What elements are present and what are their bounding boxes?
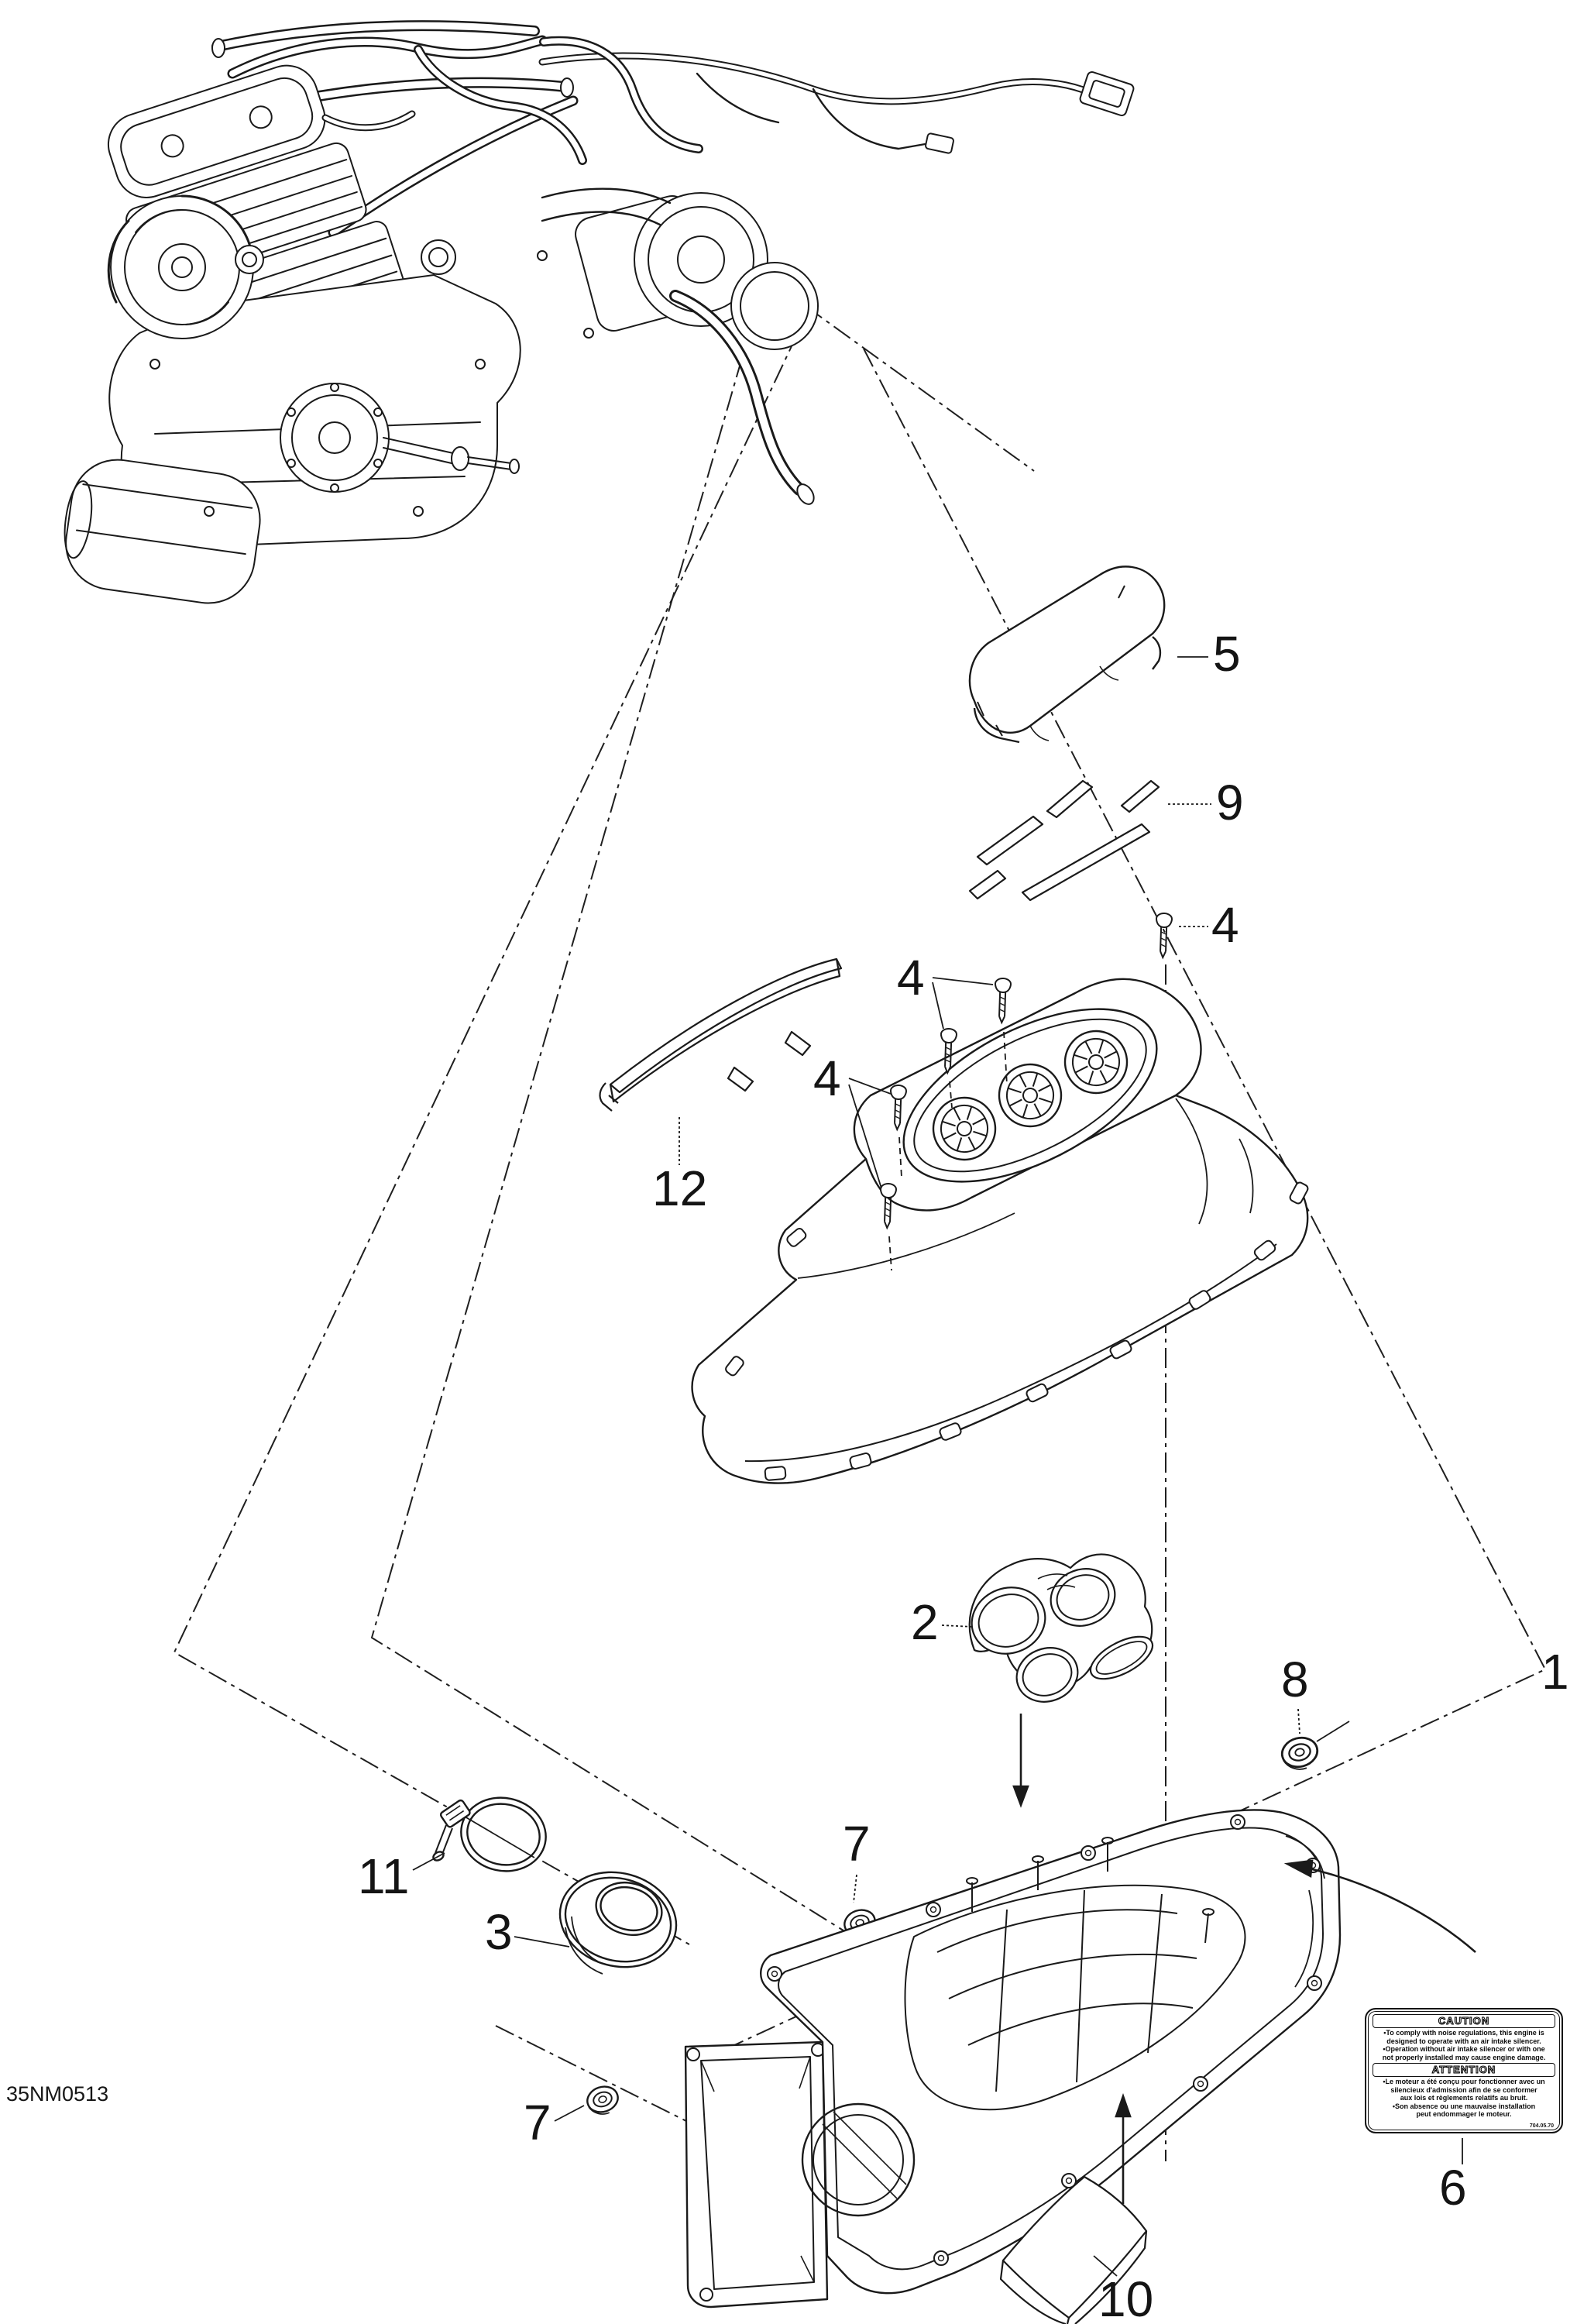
intake-adaptor-part2 <box>968 1553 1154 1703</box>
callout-4-mid: 4 <box>897 950 925 1006</box>
callout-7-upper: 7 <box>843 1816 871 1872</box>
engine-illustration <box>64 20 1135 604</box>
callout-1: 1 <box>1541 1644 1569 1700</box>
intake-pad-part5 <box>968 566 1166 744</box>
caution-text-fr: •Le moteur a été conçu pour fonctionner … <box>1383 2078 1545 2118</box>
callout-4-left: 4 <box>813 1050 841 1106</box>
callout-4-top: 4 <box>1211 897 1239 953</box>
silencer-lower-housing-part1 <box>684 1809 1342 2309</box>
caution-decal-part6: CAUTION •To comply with noise regulation… <box>1365 2008 1563 2133</box>
decal-code: 704.05.70 <box>1529 2123 1554 2129</box>
callout-5: 5 <box>1213 626 1241 682</box>
callout-3: 3 <box>485 1904 513 1960</box>
callout-2: 2 <box>911 1594 939 1650</box>
callout-10: 10 <box>1098 2271 1154 2324</box>
screws-part4 <box>878 912 1173 1271</box>
silencer-upper-cover <box>691 978 1309 1484</box>
drawing-code: 35NM0513 <box>6 2082 109 2106</box>
callout-7-lower: 7 <box>524 2095 551 2150</box>
foam-pad-part10 <box>999 2175 1148 2324</box>
grommet-part8 <box>1277 1721 1350 1775</box>
access-cover-part12 <box>599 957 843 1112</box>
caution-header: CAUTION <box>1373 2014 1555 2028</box>
callout-8: 8 <box>1281 1652 1309 1707</box>
assembly-arrows <box>1012 1714 1476 2204</box>
caution-text-en: •To comply with noise regulations, this … <box>1382 2029 1546 2061</box>
callout-9: 9 <box>1216 775 1244 830</box>
grommet-part7-lower <box>582 2082 624 2119</box>
leader-lines <box>412 656 1463 2277</box>
callout-11: 11 <box>358 1848 410 1904</box>
callout-6: 6 <box>1439 2160 1467 2216</box>
callout-12: 12 <box>652 1160 708 1216</box>
sealing-ring-part3 <box>558 1871 678 1975</box>
hose-clamp-part11 <box>432 1796 547 1872</box>
attention-header: ATTENTION <box>1373 2063 1555 2077</box>
adhesive-strips-part9 <box>968 779 1160 902</box>
